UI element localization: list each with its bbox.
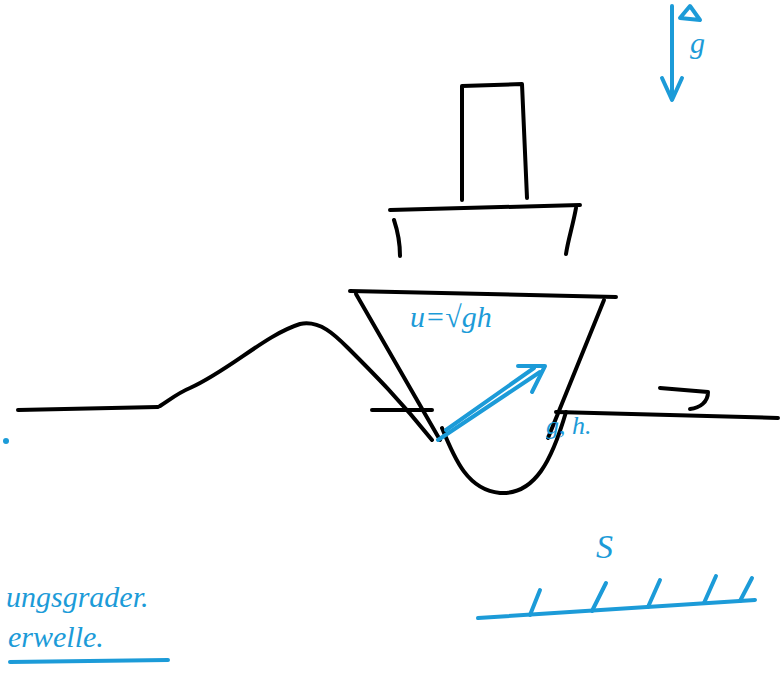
symbol-label: S <box>596 528 613 565</box>
arrow-head <box>518 366 545 392</box>
small-boat <box>660 388 708 409</box>
chimney <box>462 84 527 200</box>
ground-hatching <box>530 576 752 615</box>
note-text: ungsgrader. <box>6 580 149 613</box>
underline <box>10 660 168 662</box>
note-text: erwelle. <box>8 620 104 653</box>
superstructure <box>566 208 576 254</box>
symbol-label: g, h. <box>546 412 592 441</box>
ground-line <box>478 600 755 618</box>
velocity-arrow <box>446 368 534 430</box>
dot <box>3 438 9 444</box>
symbol-label: g <box>690 26 705 59</box>
hull-deck <box>350 291 616 297</box>
superstructure <box>394 220 400 256</box>
superstructure <box>390 205 580 210</box>
small-mark <box>680 6 700 20</box>
gravity-arrow <box>670 6 674 98</box>
arrow-head <box>662 78 682 100</box>
velocity-arrow <box>438 372 540 440</box>
bow-wave <box>160 323 432 440</box>
formula-label: u=√gh <box>410 300 492 333</box>
water-line <box>18 407 158 410</box>
